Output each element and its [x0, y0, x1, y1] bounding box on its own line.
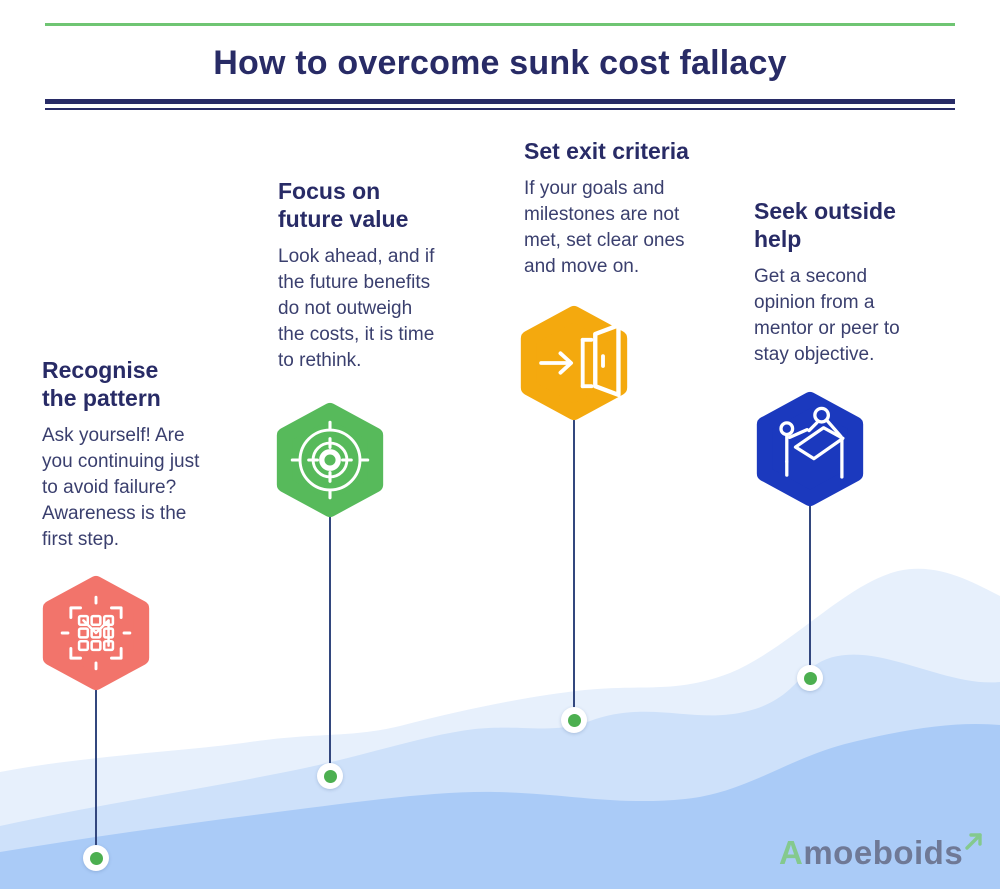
page-title: How to overcome sunk cost fallacy — [213, 44, 787, 82]
brand-letter: A — [779, 834, 804, 871]
connector-line-2 — [329, 516, 331, 764]
dot-center — [89, 851, 103, 865]
connector-line-1 — [95, 688, 97, 846]
step-body: Look ahead, and if the future benefits d… — [278, 246, 435, 371]
step-recognise-pattern: Recognise the pattern Ask yourself! Are … — [42, 356, 252, 553]
step-seek-outside-help: Seek outside help Get a second opinion f… — [754, 197, 934, 368]
connector-line-4 — [809, 504, 811, 666]
step-title: Set exit criteria — [524, 138, 689, 164]
brand-wordmark: moeboids — [803, 834, 964, 871]
exit-door-icon — [539, 323, 621, 398]
header-divider-thin — [45, 108, 955, 110]
hexagon-shape — [276, 402, 384, 518]
target-icon — [290, 420, 370, 500]
step-body: If your goals and milestones are not met… — [524, 178, 685, 277]
hexagon-step-4 — [756, 391, 864, 507]
dot-center — [567, 713, 581, 727]
pattern-grid-icon — [60, 595, 132, 671]
dot-center — [323, 769, 337, 783]
brand-logo: Amoeboids — [779, 833, 983, 872]
step-set-exit-criteria: Set exit criteria If your goals and mile… — [524, 137, 729, 280]
header-divider-thick — [45, 99, 955, 104]
milestone-dot-1 — [83, 845, 109, 871]
milestone-dot-3 — [561, 707, 587, 733]
hexagon-step-1 — [42, 575, 150, 691]
step-focus-future-value: Focus on future value Look ahead, and if… — [278, 177, 483, 374]
wave-front — [0, 723, 1000, 889]
hexagon-step-2 — [276, 402, 384, 518]
helping-hands-icon — [779, 406, 845, 479]
connector-line-3 — [573, 419, 575, 708]
step-title: Recognise the pattern — [42, 357, 161, 411]
dot-center — [803, 671, 817, 685]
step-body: Get a second opinion from a mentor or pe… — [754, 266, 900, 365]
top-rule — [45, 23, 955, 26]
milestone-dot-2 — [317, 763, 343, 789]
arrow-up-right-icon — [965, 833, 982, 850]
hexagon-step-3 — [520, 305, 628, 421]
step-title: Focus on future value — [278, 178, 409, 232]
step-body: Ask yourself! Are you continuing just to… — [42, 425, 200, 550]
milestone-dot-4 — [797, 665, 823, 691]
step-title: Seek outside help — [754, 198, 896, 252]
